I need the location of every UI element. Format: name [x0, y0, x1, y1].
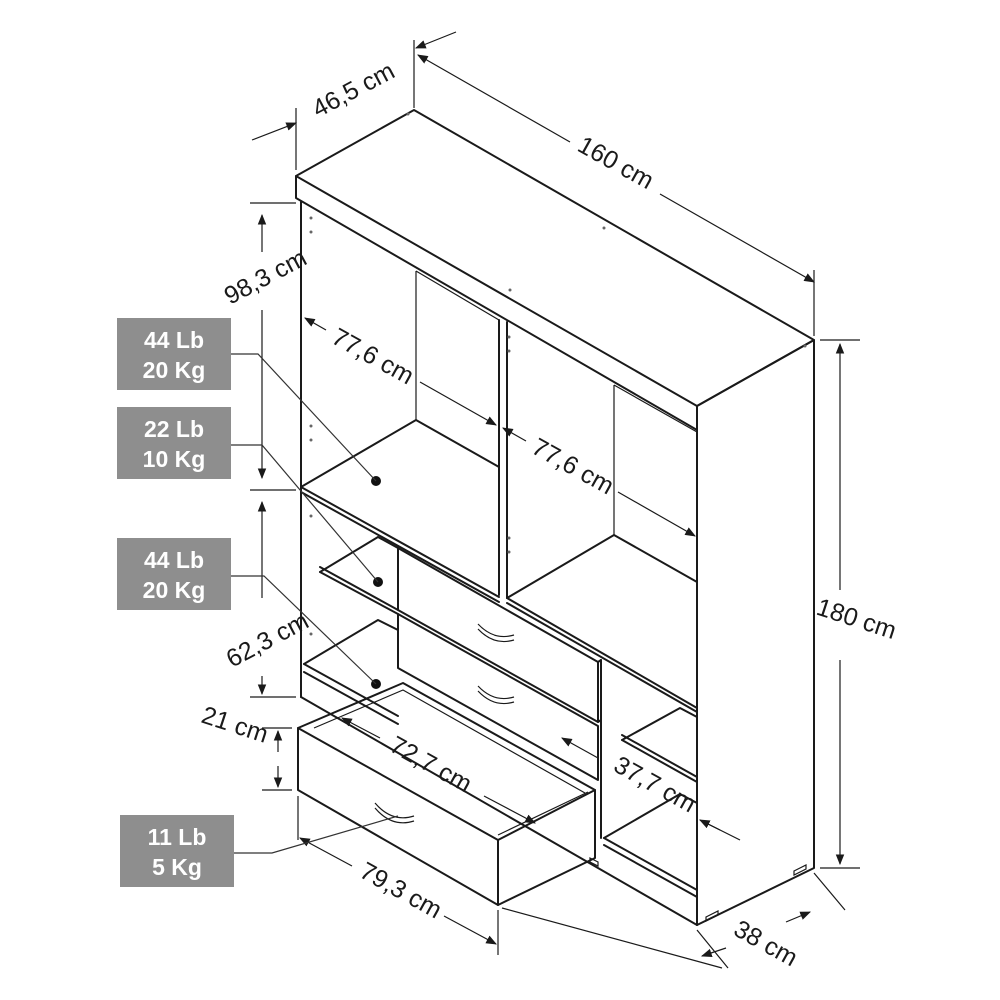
cabinet-body — [295, 109, 815, 926]
screw-holes — [309, 112, 807, 636]
dim-shelf-width-left: 77,6 cm — [327, 323, 418, 391]
load-4-kg: 5 Kg — [152, 854, 202, 880]
foot-left — [589, 857, 599, 867]
load-box-3 — [117, 538, 231, 610]
dim-height: 180 cm — [813, 593, 900, 645]
open-drawer-handle — [374, 807, 415, 824]
right-side-panel — [696, 339, 815, 926]
left-upper-shelf — [300, 419, 500, 488]
dimension-lines — [250, 31, 860, 969]
load-2-kg: 10 Kg — [143, 446, 206, 472]
load-3-kg: 20 Kg — [143, 577, 206, 603]
left-small-shelf — [319, 536, 399, 573]
dim-width: 160 cm — [573, 131, 658, 195]
load-box-1 — [117, 318, 231, 390]
dim-lower-height: 62,3 cm — [222, 607, 314, 673]
load-2-lb: 22 Lb — [144, 416, 204, 442]
drawer-middle-handle — [477, 690, 515, 705]
load-1-lb: 44 Lb — [144, 327, 204, 353]
load-box-4 — [120, 815, 234, 887]
dim-drawer-height: 21 cm — [198, 701, 271, 749]
dim-depth-top: 46,5 cm — [308, 57, 400, 123]
load-box-2 — [117, 407, 231, 479]
drawer-middle — [397, 613, 599, 781]
dim-drawer-inner-width: 72,7 cm — [385, 731, 476, 799]
drawer-top-handle — [477, 628, 515, 643]
dim-shelf-width-right: 77,6 cm — [527, 433, 618, 501]
foot-front — [705, 910, 719, 922]
dimension-labels: 46,5 cm 160 cm 98,3 cm 77,6 cm 77,6 cm 1… — [198, 57, 900, 972]
load-4-lb: 11 Lb — [148, 824, 207, 850]
foot-right — [793, 864, 807, 876]
bottom-front-edge — [300, 696, 698, 926]
open-drawer-front — [297, 727, 499, 906]
dim-upper-height: 98,3 cm — [220, 244, 312, 310]
load-labels: 44 Lb 20 Kg 22 Lb 10 Kg 44 Lb 20 Kg 11 L… — [117, 318, 399, 887]
cabinet-top — [295, 109, 815, 431]
dim-base-depth: 38 cm — [729, 915, 802, 973]
load-1-kg: 20 Kg — [143, 357, 206, 383]
right-small-shelf — [621, 707, 698, 741]
load-3-lb: 44 Lb — [144, 547, 204, 573]
right-upper-shelf — [506, 534, 698, 599]
